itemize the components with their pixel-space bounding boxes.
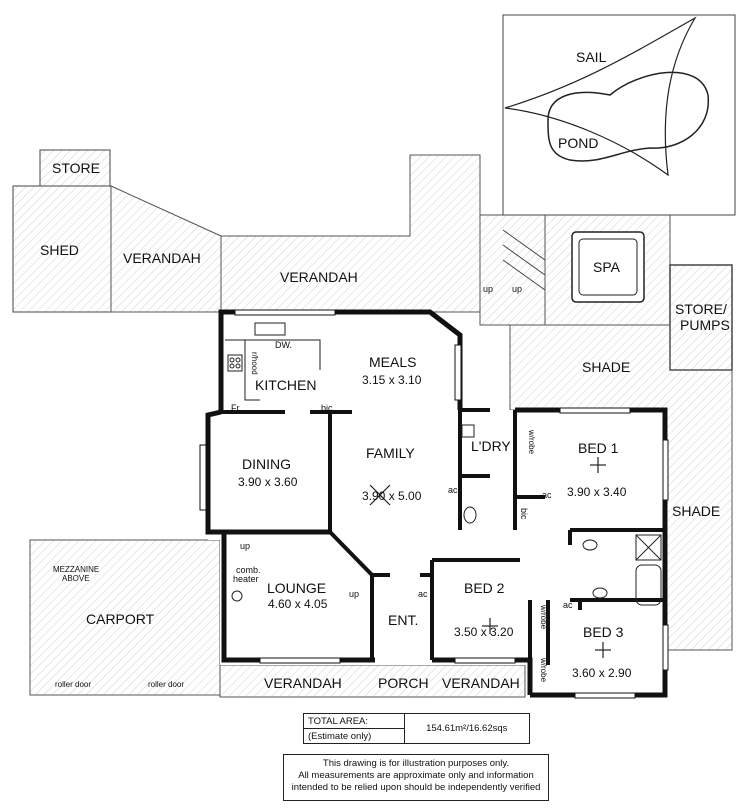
comb-heater-label-2: heater <box>233 574 259 584</box>
store-top-area <box>39 149 111 187</box>
kitchen-cabinets <box>225 322 321 401</box>
deck-area <box>479 214 546 326</box>
family-dim: 3.90 x 5.00 <box>362 489 422 503</box>
verandah-bottom-area <box>219 664 526 698</box>
rhood-label: r/hood <box>250 352 259 375</box>
kitchen-label: KITCHEN <box>255 377 316 393</box>
total-area-label: TOTAL AREA: <box>303 713 405 729</box>
comb-heater-label-1: comb. <box>236 565 261 575</box>
up-label-3: up <box>240 541 250 551</box>
family-label: FAMILY <box>366 445 415 461</box>
pond-label: POND <box>558 135 598 151</box>
bed2-label: BED 2 <box>464 580 505 596</box>
estimate-label: (Estimate only) <box>303 728 405 744</box>
ac-label-2: ac <box>542 490 552 500</box>
sail-pond-box <box>502 14 736 216</box>
laundry-label: L'DRY <box>471 438 511 454</box>
carport-area <box>29 539 221 696</box>
meals-label: MEALS <box>369 354 416 370</box>
dining-label: DINING <box>242 456 291 472</box>
bed2-dim: 3.50 x 3.20 <box>454 625 514 639</box>
dining-dim: 3.90 x 3.60 <box>238 475 298 489</box>
ac-label-4: ac <box>563 600 573 610</box>
dw-label: DW. <box>275 340 292 350</box>
bic-label-1: bic <box>321 403 333 413</box>
bed1-dim: 3.90 x 3.40 <box>567 485 627 499</box>
roller-door-label-1: roller door <box>55 680 91 689</box>
bathroom-fixtures <box>461 424 662 606</box>
sail-label: SAIL <box>576 49 607 65</box>
verandah-top-label: VERANDAH <box>280 269 358 285</box>
store-pumps-label-1: STORE/ <box>675 301 727 317</box>
spa-label: SPA <box>593 259 621 275</box>
lounge-label: LOUNGE <box>267 580 326 596</box>
bed1-label: BED 1 <box>578 440 619 456</box>
room-labels: SAIL POND STORE SHED VERANDAH VERANDAH S… <box>40 49 730 691</box>
wrobe-label-1: w/robe <box>527 429 536 455</box>
outer-wall-left <box>205 409 330 535</box>
wrobe-label-3: w/robe <box>539 657 548 683</box>
ceiling-fan-bed3 <box>595 642 611 658</box>
verandah-bottom-left-label: VERANDAH <box>264 675 342 691</box>
bic-label-2: bic <box>519 508 529 520</box>
sail-outline <box>504 16 697 177</box>
interior-walls <box>221 408 665 665</box>
disclaimer-box: This drawing is for illustration purpose… <box>283 754 549 801</box>
entry-label: ENT. <box>388 612 418 628</box>
pond-outline <box>547 71 709 162</box>
disclaimer-line-3: intended to be relied upon should be ind… <box>291 782 541 793</box>
shed-area <box>12 185 112 313</box>
verandah-left-label: VERANDAH <box>123 250 201 266</box>
up-label-1: up <box>483 284 493 294</box>
ceiling-fan-bed1 <box>590 457 606 473</box>
total-area-value: 154.61m²/16.62sqs <box>403 713 530 744</box>
up-label-2: up <box>512 284 522 294</box>
store-pumps-area <box>669 264 733 371</box>
roller-door-label-2: roller door <box>148 680 184 689</box>
carport-label: CARPORT <box>86 611 155 627</box>
shade-right-label: SHADE <box>672 503 720 519</box>
verandah-bottom-right-label: VERANDAH <box>442 675 520 691</box>
verandah-left-area <box>110 185 222 313</box>
fridge-label: Fr. <box>231 403 242 413</box>
mezzanine-label-2: ABOVE <box>62 574 90 583</box>
ceiling-fan-bed2 <box>482 618 498 634</box>
bed3-label: BED 3 <box>583 624 624 640</box>
verandah-top-area <box>220 154 481 313</box>
ac-label-1: ac <box>448 485 458 495</box>
ceiling-fan-meals <box>369 484 391 506</box>
wrobe-label-2: w/robe <box>539 604 548 630</box>
outdoor-areas <box>12 149 733 698</box>
meals-dim: 3.15 x 3.10 <box>362 373 422 387</box>
annotation-labels: up up up up ac ac ac ac DW. r/hood Fr. b… <box>55 284 573 689</box>
porch-label: PORCH <box>378 675 429 691</box>
spa-tub <box>571 231 645 303</box>
lounge-dim: 4.60 x 4.05 <box>268 597 328 611</box>
comb-heater-icon <box>231 590 243 602</box>
total-area-table: TOTAL AREA: 154.61m²/16.62sqs (Estimate … <box>303 713 530 744</box>
store-pumps-label-2: PUMPS <box>680 317 730 333</box>
up-label-4: up <box>349 589 359 599</box>
windows <box>199 309 669 699</box>
steps <box>502 229 546 291</box>
bed3-dim: 3.60 x 2.90 <box>572 666 632 680</box>
shed-label: SHED <box>40 242 79 258</box>
store-top-label: STORE <box>52 160 100 176</box>
shade-top-label: SHADE <box>582 359 630 375</box>
ac-label-3: ac <box>418 589 428 599</box>
house <box>199 309 669 699</box>
mezzanine-label-1: MEZZANINE <box>53 565 99 574</box>
disclaimer-line-2: All measurements are approximate only an… <box>298 770 534 781</box>
disclaimer-line-1: This drawing is for illustration purpose… <box>322 758 510 769</box>
